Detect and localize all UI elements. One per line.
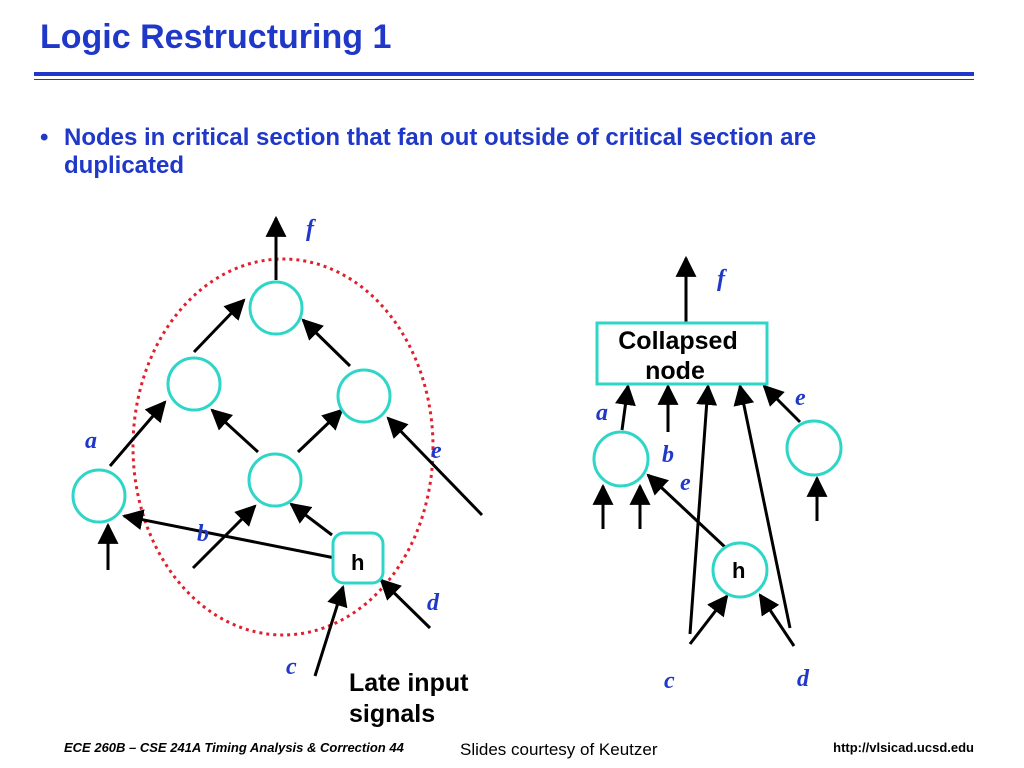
label-f: f: [306, 216, 316, 242]
r-edge-c-to-box: [688, 383, 718, 635]
r-label-d: d: [797, 666, 810, 692]
node-h: [331, 531, 385, 585]
r-node-h: [711, 541, 769, 599]
edge-left-mid-to-top: [192, 298, 246, 354]
label-e: e: [431, 438, 442, 464]
edge-d-to-h: [379, 578, 432, 630]
right-diagram: Collapsed node f a e b e c d h: [592, 255, 843, 694]
r-edge-d-to-h: [758, 593, 796, 647]
r-edge-h-to-a-node: [646, 473, 728, 550]
r-edge-d-to-box: [733, 383, 792, 629]
label-h: h: [351, 550, 364, 575]
title-underline: [34, 72, 974, 76]
r-edge-a-node-to-box: [615, 383, 636, 431]
left-diagram: f a e b d c h Late input signals: [71, 215, 484, 728]
node-right-mid: [336, 368, 392, 424]
edge-h-to-a-node: [121, 509, 336, 560]
r-label-c: c: [664, 668, 675, 694]
edge-right-mid-to-top: [301, 318, 352, 368]
footer-url: http://vlsicad.ucsd.edu: [833, 740, 974, 755]
r-node-a: [592, 430, 650, 488]
edge-h-to-center: [289, 502, 333, 537]
r-label-b: b: [662, 442, 674, 468]
edge-c-to-h: [313, 584, 348, 677]
slide-title: Logic Restructuring 1: [40, 18, 392, 56]
footer-course: ECE 260B – CSE 241A Timing Analysis & Co…: [64, 740, 404, 755]
edge-center-to-right-mid: [296, 408, 344, 454]
collapsed-node-label-line2: node: [645, 357, 705, 385]
label-c: c: [286, 654, 297, 680]
label-a: a: [85, 428, 97, 454]
critical-region-ellipse: [131, 257, 435, 637]
node-top: [248, 280, 304, 336]
bullet-dot: •: [40, 124, 49, 151]
late-input-label-line2: signals: [349, 700, 435, 728]
label-d: d: [427, 590, 440, 616]
r-label-f: f: [717, 266, 727, 292]
edge-center-to-left-mid: [210, 408, 260, 454]
footer-credit: Slides courtesy of Keutzer: [460, 740, 658, 759]
node-a: [71, 468, 127, 524]
bullet-text: Nodes in critical section that fan out o…: [64, 124, 817, 179]
node-left-mid: [166, 356, 222, 412]
edge-a-to-left-mid: [108, 400, 167, 467]
late-input-label-line1: Late input: [349, 669, 469, 697]
node-center: [247, 452, 303, 508]
r-label-h: h: [732, 558, 745, 583]
label-b: b: [197, 521, 209, 547]
r-label-a: a: [596, 400, 608, 426]
collapsed-node-box: [595, 321, 769, 386]
r-edge-c-to-h: [688, 594, 729, 645]
r-label-e-inner: e: [680, 470, 691, 496]
r-edge-e-node-to-box: [762, 384, 802, 424]
collapsed-node-label-line1: Collapsed: [618, 327, 737, 355]
title-underline-thin: [34, 79, 974, 80]
r-node-e: [785, 419, 843, 477]
edge-e-to-right-mid: [386, 416, 484, 517]
r-label-e-top: e: [795, 385, 806, 411]
